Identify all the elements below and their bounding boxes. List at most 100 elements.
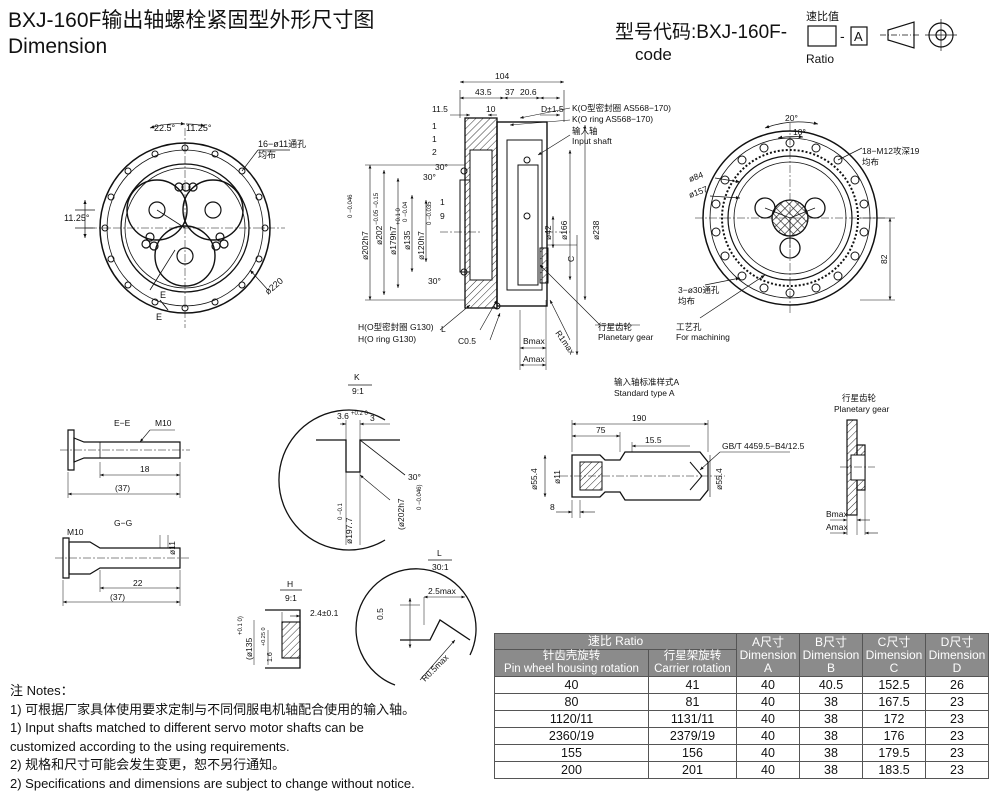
detail-gg-dia: ø11	[167, 541, 177, 555]
front-section-e-bottom: E	[156, 312, 162, 322]
table-cell: 179.5	[862, 744, 926, 762]
notes-line-2: 1) Input shafts matched to different ser…	[10, 720, 364, 735]
table-cell: 40	[736, 744, 800, 762]
detail-gg-total: (37)	[110, 592, 125, 602]
notes-heading: 注 Notes：	[10, 683, 74, 698]
side-angle-30c: 30°	[428, 276, 441, 286]
table-row: 200 201 40 38 183.5 23	[494, 761, 989, 779]
detail-h-title: H	[287, 579, 293, 589]
side-oring-h-cn: H(O型密封圈 G130)	[358, 322, 434, 332]
table-header-d-en: Dimension	[928, 647, 986, 662]
front-angle-1: 22.5°	[154, 123, 176, 133]
input-shaft-dim-155: 15.5	[645, 435, 662, 445]
detail-gg-labels: G−G M10 ø11 22 (37)	[67, 518, 177, 602]
side-view	[365, 80, 640, 370]
side-tol-4: +0.1 0	[396, 207, 402, 225]
side-input-shaft-en: Input shaft	[572, 136, 612, 146]
detail-ee-title: E−E	[114, 418, 131, 428]
right-view-labels: 20° 10° 18−M12攻深19 均布 ø84 ø157 82 3−ø30通…	[676, 113, 920, 342]
table-header-carrier-en: Carrier rotation	[654, 663, 731, 675]
detail-ee-total: (37)	[115, 483, 130, 493]
detail-l-dim-05: 0.5	[375, 608, 385, 620]
table-cell: 81	[647, 693, 738, 711]
input-shaft-dim-75: 75	[596, 425, 606, 435]
right-holes-cn-2: 均布	[678, 296, 695, 306]
table-cell: 26	[925, 676, 989, 694]
table-cell: 156	[647, 744, 738, 762]
table-header-c-en: Dimension	[865, 647, 923, 662]
detail-ee-thread: M10	[155, 418, 172, 428]
detail-k-scale: 9:1	[352, 386, 364, 396]
detail-k-angle: 30°	[408, 472, 421, 482]
table-header-c: C尺寸 Dimension C	[862, 633, 926, 677]
table-header-d-cn: D尺寸	[940, 634, 974, 649]
detail-k-tol-2: 0 −0.046)	[417, 484, 423, 510]
side-dia-202: ø202	[374, 225, 384, 245]
detail-ee	[60, 429, 190, 498]
front-view	[75, 121, 290, 328]
model-code-label: 型号代码:BXJ-160F-	[615, 22, 788, 43]
side-dia-179h7: ø179h7	[388, 226, 398, 255]
notes-line-3: customized according to the using requir…	[10, 738, 290, 754]
detail-h-tol: +0.1 0)	[238, 616, 244, 635]
planet-gear-drawing	[830, 419, 878, 535]
page-title-en: Dimension	[8, 35, 108, 58]
side-dim-2: 2	[432, 147, 437, 157]
table-cell: 23	[925, 727, 989, 745]
table-cell: 40	[736, 727, 800, 745]
side-dim-d: D±1.5	[541, 104, 564, 114]
front-dia: ø220	[263, 276, 285, 297]
detail-gg-title: G−G	[114, 518, 132, 528]
detail-h-small-tol: +0.25 0	[261, 627, 267, 646]
table-cell: 38	[799, 727, 863, 745]
table-header-c-cn: C尺寸	[877, 634, 911, 649]
table-header-b: B尺寸 Dimension B	[799, 633, 863, 677]
detail-l	[355, 559, 477, 686]
table-cell: 38	[799, 693, 863, 711]
side-amax: Amax	[523, 354, 545, 364]
detail-l-radius: R0.5max	[419, 652, 451, 684]
right-view	[695, 121, 895, 319]
table-header-a-en: Dimension	[739, 647, 797, 662]
table-cell: 167.5	[862, 693, 926, 711]
side-tol-3: 0 −0.04	[403, 201, 409, 222]
side-tol-5: 0 −0.035	[427, 201, 433, 225]
detail-k-dim-36: 3.6	[337, 411, 349, 421]
right-angle-20: 20°	[785, 113, 798, 123]
detail-h-small: 1.6	[267, 652, 274, 662]
table-cell: 23	[925, 761, 989, 779]
front-holes-cn: 16−ø11通孔	[258, 139, 306, 149]
side-dim-9: 9	[440, 211, 445, 221]
notes-block: 注 Notes： 1) 可根据厂家具体使用要求定制与不同伺服电机轴配合使用的输入…	[10, 682, 490, 793]
table-cell: 38	[799, 761, 863, 779]
side-tol-1: 0 −0.046	[348, 194, 354, 218]
ratio-en-label: Ratio	[806, 52, 834, 66]
right-thread-cn-2: 均布	[862, 157, 879, 167]
table-header-d: D尺寸 Dimension D	[925, 633, 989, 677]
right-holes-cn: 3−ø30通孔	[678, 285, 720, 295]
input-shaft-dia-2: ø11	[552, 470, 562, 484]
side-r1max: R1max	[553, 328, 577, 356]
table-cell: 2379/19	[647, 727, 738, 745]
table-cell: 23	[925, 710, 989, 728]
model-code-block: 型号代码:BXJ-160F- code	[615, 22, 787, 66]
front-holes-cn-2: 均布	[258, 149, 276, 160]
table-header-carrier-cn: 行星架旋转	[663, 650, 722, 662]
title-block: BXJ-160F输出轴螺栓紧固型外形尺寸图 Dimension	[8, 8, 374, 60]
table-header-d-letter: D	[952, 660, 962, 675]
detail-h-dim: 2.4±0.1	[310, 608, 339, 618]
side-tol-2: −0.05 −0.15	[374, 192, 380, 225]
table-cell: 38	[799, 744, 863, 762]
notes-line-5: 2) Specifications and dimensions are sub…	[10, 775, 415, 791]
table-cell: 40	[736, 761, 800, 779]
side-angle-30b: 30°	[423, 172, 436, 182]
table-cell: 80	[494, 693, 649, 711]
table-header-a-letter: A	[763, 660, 772, 675]
table-row: 2360/19 2379/19 40 38 176 23	[494, 727, 989, 745]
side-letter-c: C	[566, 256, 576, 262]
table-header-b-letter: B	[826, 660, 835, 675]
side-dia-120h7: ø120h7	[416, 231, 426, 260]
side-dia-42: ø42	[543, 225, 553, 240]
detail-h-dia: (ø135	[244, 638, 254, 660]
